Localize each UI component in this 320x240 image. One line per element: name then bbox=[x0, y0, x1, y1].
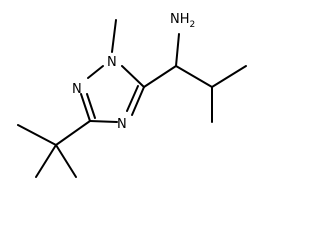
atom-label-n4: N bbox=[117, 117, 127, 132]
bond-c3-n4 bbox=[89, 120, 118, 123]
bond-n4-c5-second bbox=[126, 85, 139, 112]
bond-cq-me1 bbox=[17, 124, 57, 146]
bond-cq-me3 bbox=[55, 144, 77, 178]
bond-c3-cq bbox=[55, 120, 91, 146]
bond-iso-me1 bbox=[211, 65, 247, 88]
atom-label-n2: N bbox=[72, 82, 82, 97]
bond-n1-n2 bbox=[87, 65, 104, 79]
bond-n1-methyl bbox=[111, 19, 117, 53]
bond-c5-n1 bbox=[121, 65, 145, 88]
bond-c5-ch bbox=[143, 65, 177, 88]
structure-diagram: NH2 N N N bbox=[17, 12, 247, 178]
bond-ch-ch2 bbox=[175, 65, 213, 88]
bond-n2-c3 bbox=[80, 93, 91, 122]
bond-n4-c5 bbox=[131, 86, 145, 116]
bond-ch-nh2 bbox=[175, 33, 180, 67]
bond-cq-me2 bbox=[35, 144, 57, 178]
atom-label-n1: N bbox=[107, 55, 117, 70]
atom-label-nh2: NH2 bbox=[170, 12, 195, 30]
bond-n2-c3-second bbox=[86, 93, 96, 119]
